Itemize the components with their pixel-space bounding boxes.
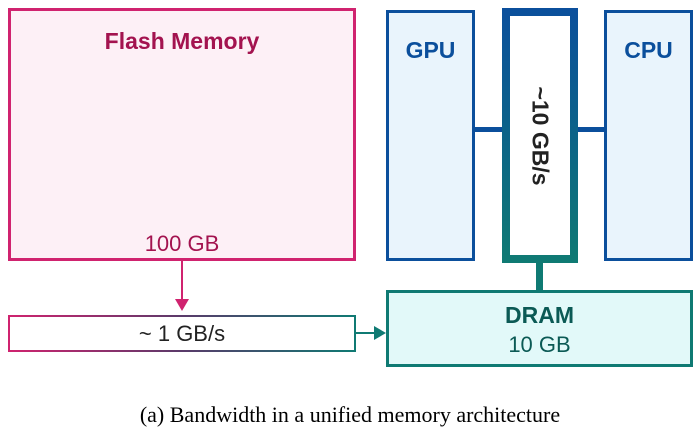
arrow-down-icon: [175, 299, 189, 311]
gpu-box: GPU: [386, 10, 475, 261]
dram-title: DRAM: [505, 302, 574, 328]
dram-size: 10 GB: [508, 332, 571, 357]
flash-bandwidth-box: ~ 1 GB/s: [8, 315, 356, 352]
dram-box: DRAM 10 GB: [386, 290, 693, 367]
bandwidth-to-dram-arrow-line: [356, 332, 376, 334]
flash-memory-size: 100 GB: [144, 231, 220, 256]
flash-memory-box: Flash Memory 100 GB: [8, 8, 356, 261]
flash-down-arrow-line: [181, 261, 183, 303]
bus-dram-connector: [536, 263, 543, 291]
flash-memory-title: Flash Memory: [104, 28, 260, 54]
gpu-bus-connector: [475, 127, 503, 132]
cpu-label: CPU: [624, 37, 673, 63]
cpu-bus-connector: [578, 127, 605, 132]
memory-bus-box: ~10 GB/s: [502, 8, 578, 263]
cpu-box: CPU: [604, 10, 693, 261]
figure-caption: (a) Bandwidth in a unified memory archit…: [139, 402, 561, 427]
flash-bandwidth-label: ~ 1 GB/s: [10, 317, 354, 350]
memory-bus-bandwidth: ~10 GB/s: [527, 85, 554, 186]
arrow-right-icon: [374, 326, 386, 340]
gpu-label: GPU: [405, 37, 456, 63]
